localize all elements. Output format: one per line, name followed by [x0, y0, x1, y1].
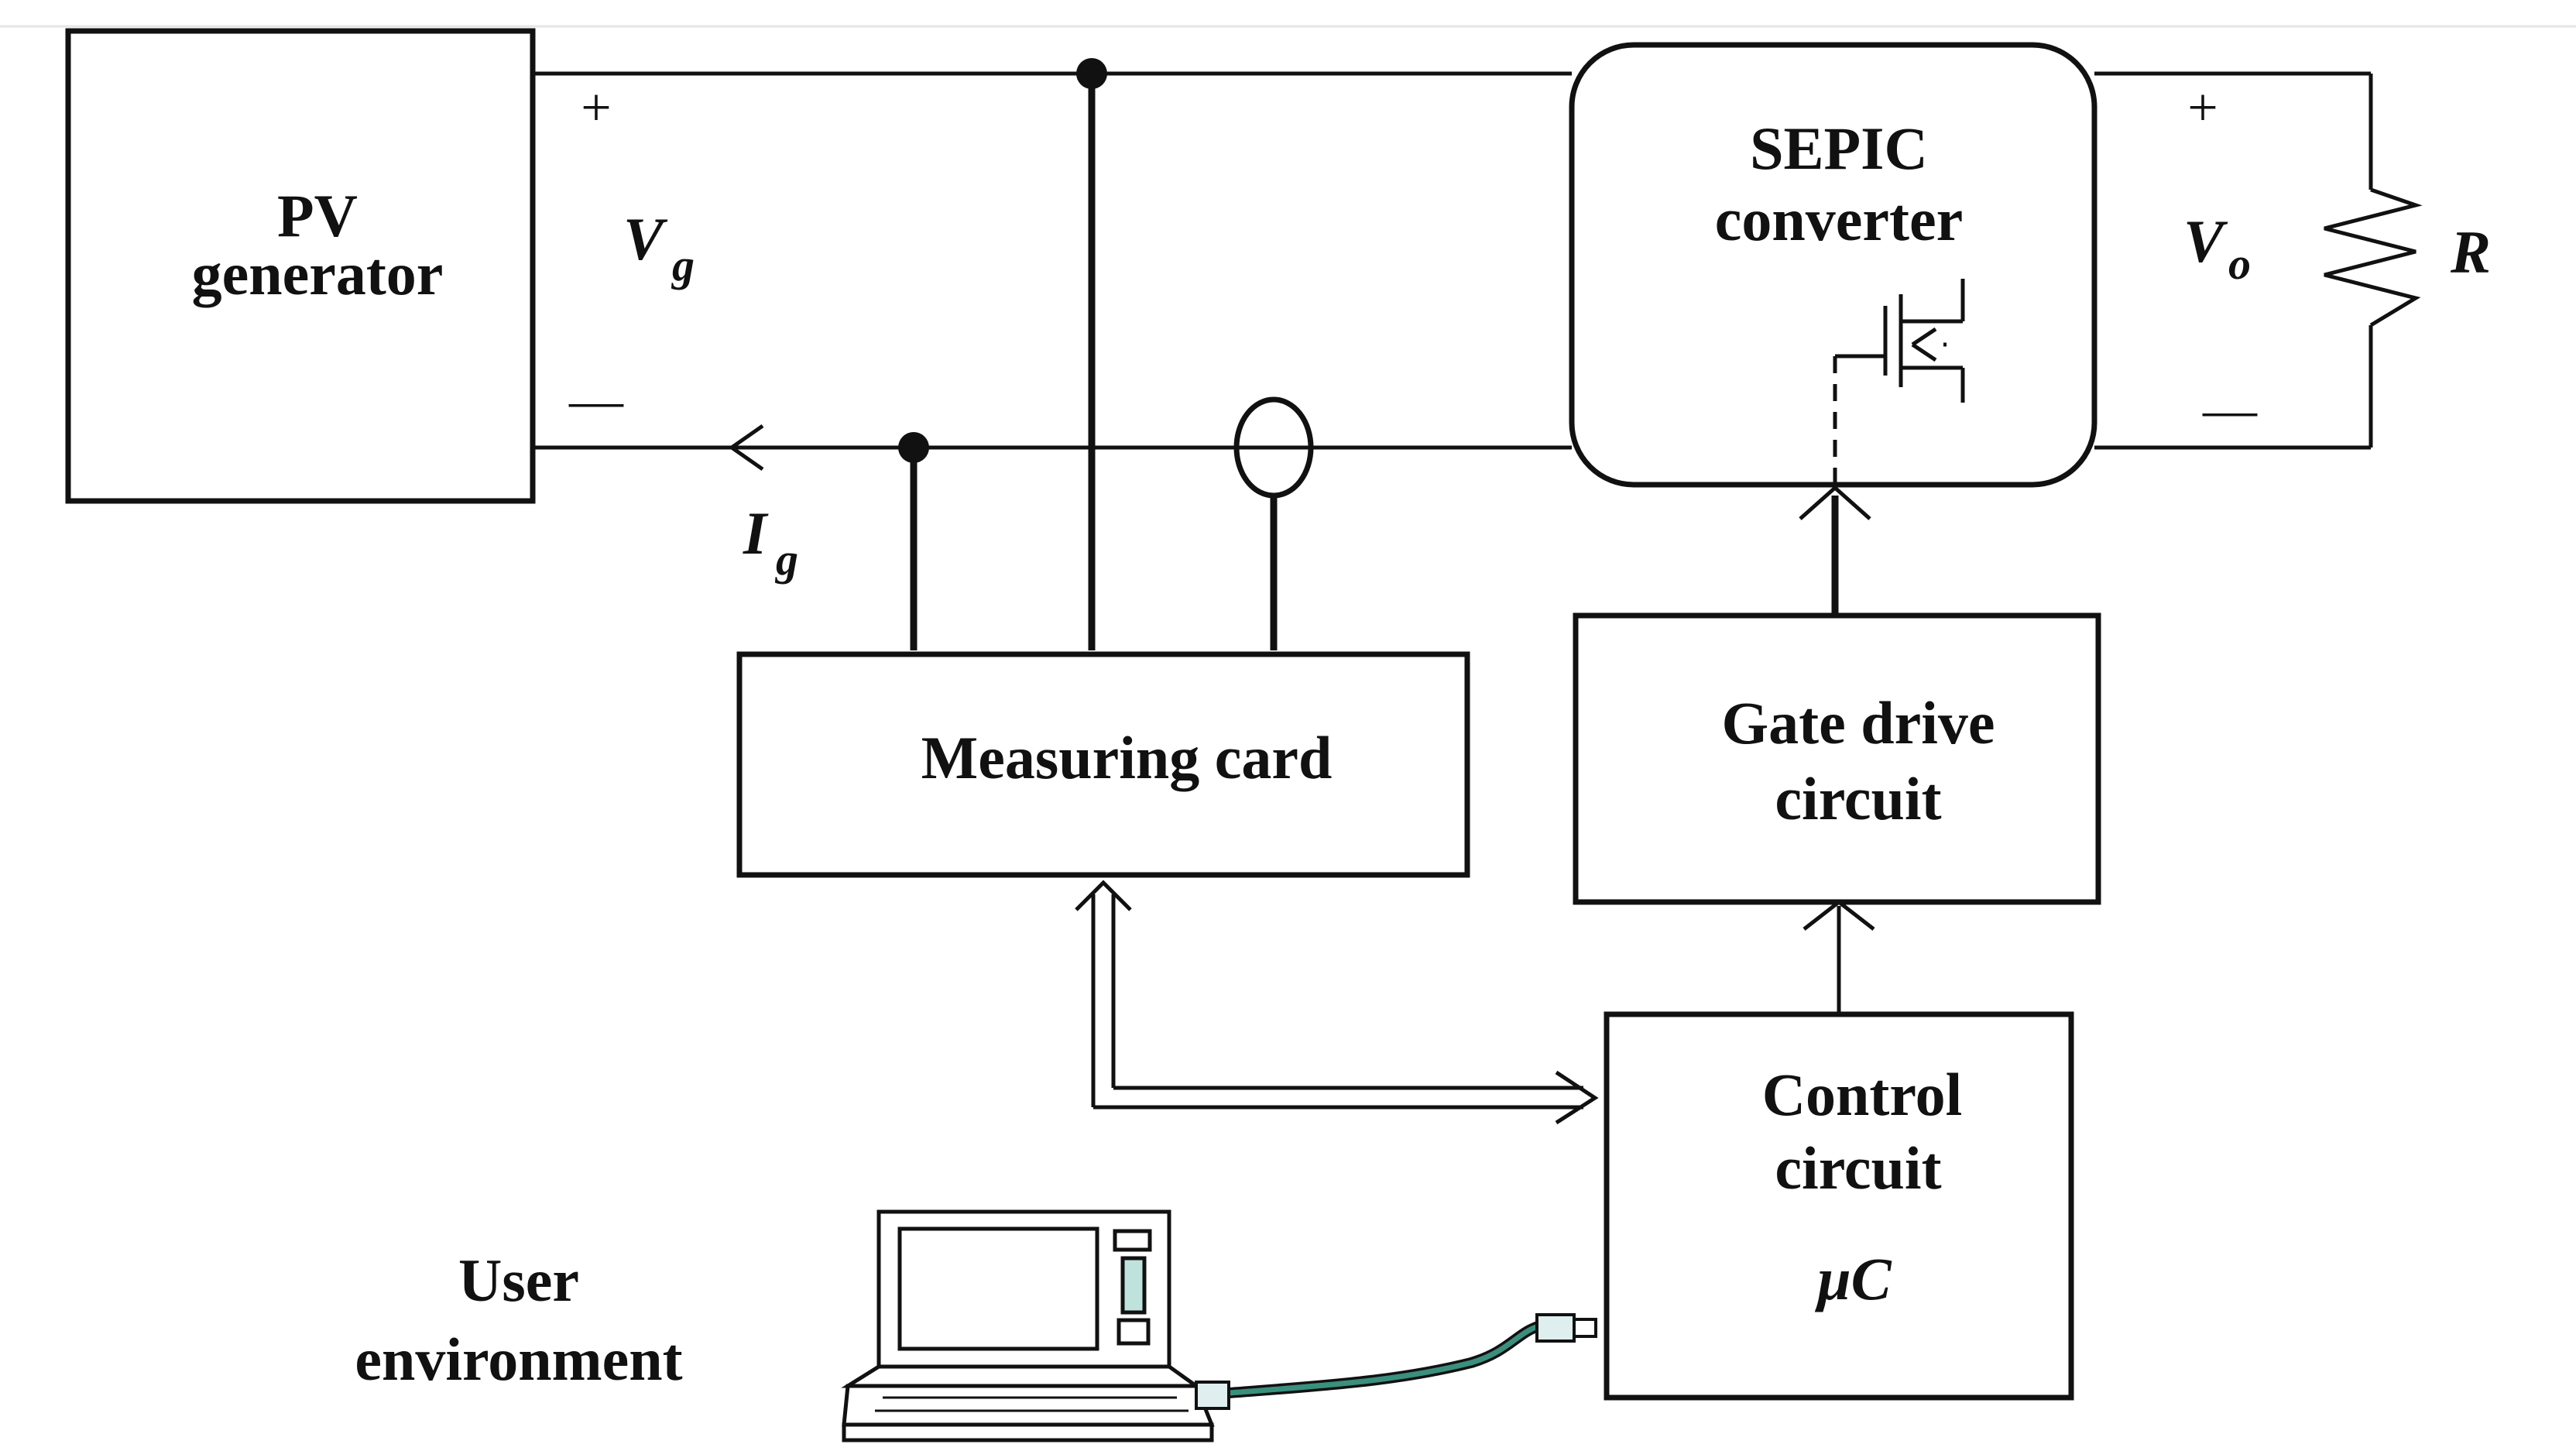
- sepic-label-line2: converter: [1715, 186, 1963, 253]
- transistor-switch-icon: [1833, 279, 1965, 496]
- vo-main: V: [2183, 208, 2228, 275]
- ig-main: I: [743, 499, 769, 567]
- control-label-line3: μC: [1814, 1245, 1892, 1312]
- gate-signal-arrowhead: [1799, 485, 1871, 520]
- measuring-card-block: Measuring card: [736, 651, 1470, 878]
- ig-subscript: g: [774, 534, 798, 585]
- pv-generator-label-line2: generator: [192, 240, 444, 307]
- measuring-card-label: Measuring card: [921, 724, 1333, 791]
- vo-subscript: o: [2228, 238, 2251, 289]
- pv-minus-sign: —: [568, 371, 624, 430]
- gate-drive-label-line1: Gate drive: [1721, 689, 1995, 756]
- gate-drive-label-line2: circuit: [1775, 765, 1941, 832]
- user-env-label-line2: environment: [355, 1326, 682, 1393]
- resistor-icon: [2324, 187, 2423, 328]
- output-minus-sign: —: [2202, 380, 2258, 440]
- pv-plus-sign: +: [581, 78, 611, 138]
- pwm-signal-arrowhead: [1803, 899, 1875, 931]
- vg-label: V g: [623, 205, 695, 290]
- bus-wires: [533, 71, 2373, 450]
- laptop-icon: [841, 1209, 1215, 1442]
- vg-main: V: [623, 205, 668, 273]
- sepic-converter-block: SEPIC converter: [1569, 42, 2098, 496]
- vg-subscript: g: [671, 240, 695, 290]
- ig-label: I g: [743, 499, 798, 585]
- data-bus-double-arrow: [1075, 880, 1599, 1125]
- output-plus-sign: +: [2187, 78, 2218, 138]
- vo-label: V o: [2183, 208, 2251, 289]
- pv-generator-block: PV generator: [65, 28, 536, 504]
- current-direction-arrow: [728, 424, 764, 472]
- resistor-label: R: [2450, 218, 2491, 286]
- usb-cable-icon: [1195, 1313, 1597, 1410]
- gate-drive-block: Gate drive circuit: [1573, 612, 2101, 905]
- control-label-line2: circuit: [1775, 1134, 1941, 1202]
- pv-generator-label-line1: PV: [277, 182, 358, 249]
- sepic-label-line1: SEPIC: [1750, 115, 1928, 182]
- control-label-line1: Control: [1762, 1061, 1963, 1128]
- control-circuit-block: Control circuit μC: [1604, 1011, 2074, 1401]
- user-env-label-line1: User: [458, 1247, 579, 1314]
